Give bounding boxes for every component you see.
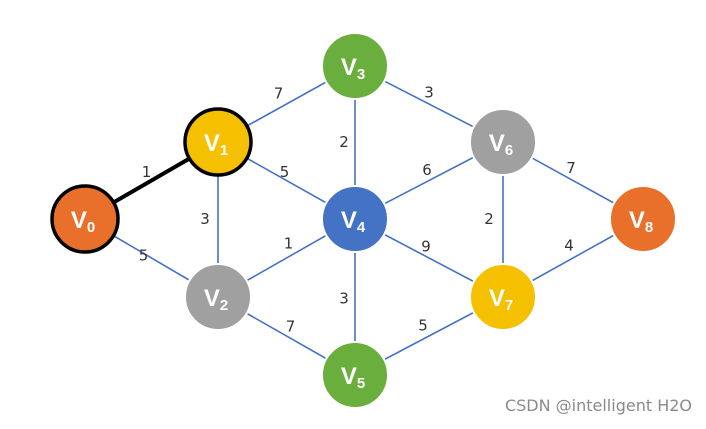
edge-weight-v6-v7: 2	[484, 210, 494, 228]
node-label: V4	[341, 207, 366, 236]
edge-weight-v1-v3: 7	[274, 85, 284, 103]
node-label: V3	[341, 54, 365, 83]
node-label: V1	[204, 130, 228, 159]
edge-weight-v0-v1: 1	[142, 163, 152, 181]
node-v2: V2	[184, 263, 252, 331]
node-label: V5	[341, 363, 365, 392]
edge-weight-v2-v5: 7	[286, 318, 296, 336]
edge-weight-v1-v4: 5	[280, 163, 290, 181]
node-v8: V8	[609, 185, 677, 253]
node-circle	[469, 108, 537, 176]
edge-weight-v5-v7: 5	[418, 317, 428, 335]
node-label: V6	[489, 130, 513, 159]
edge-weight-v3-v6: 3	[424, 84, 434, 102]
edge-weight-v4-v7: 9	[421, 238, 431, 256]
watermark: CSDN @intelligent H2O	[504, 396, 692, 415]
edge-weight-v0-v2: 5	[139, 247, 149, 265]
edge-weight-v2-v4: 1	[284, 235, 294, 253]
node-v4: V4	[321, 185, 389, 253]
node-circle	[609, 185, 677, 253]
edge-weight-v6-v8: 7	[566, 159, 576, 177]
node-v0: V0	[50, 184, 120, 254]
node-circle	[469, 263, 537, 331]
node-v1: V1	[183, 107, 253, 177]
node-circle	[321, 341, 389, 409]
node-circle	[50, 184, 120, 254]
edge-weight-v7-v8: 4	[564, 237, 574, 255]
node-circle	[321, 185, 389, 253]
edge-weight-v1-v2: 3	[200, 210, 210, 228]
node-v5: V5	[321, 341, 389, 409]
node-label: V7	[489, 285, 513, 314]
node-label: V0	[71, 207, 95, 236]
node-v6: V6	[469, 108, 537, 176]
node-circle	[184, 263, 252, 331]
edge-weights-layer: 1 5 3 7 5 1 7 2 3 3 6 9 5 2 7 4	[139, 84, 576, 336]
node-v7: V7	[469, 263, 537, 331]
node-label: V2	[204, 285, 228, 314]
node-circle	[321, 32, 389, 100]
edge-weight-v4-v5: 3	[339, 290, 349, 308]
node-circle	[183, 107, 253, 177]
edge-weight-v4-v6: 6	[422, 161, 432, 179]
node-v3: V3	[321, 32, 389, 100]
node-label: V8	[629, 207, 653, 236]
edge-weight-v3-v4: 2	[339, 133, 349, 151]
